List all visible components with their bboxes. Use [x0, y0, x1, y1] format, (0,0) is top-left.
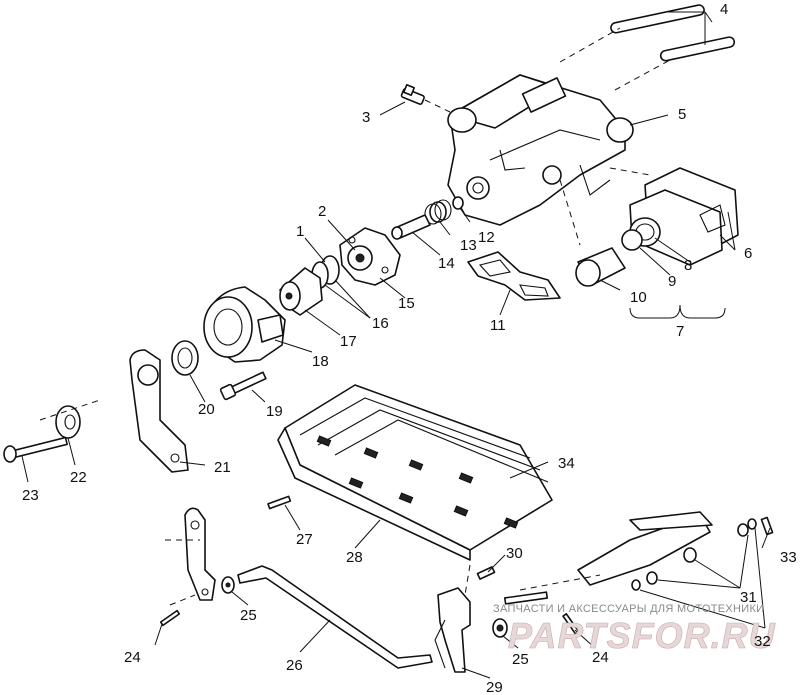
part-25-washer-right	[492, 591, 549, 638]
part-3-bleed-screw	[400, 83, 425, 105]
callout-12: 12	[478, 229, 495, 246]
part-18-housing	[203, 286, 286, 363]
callout-9: 9	[668, 273, 676, 290]
part-25-washer-left	[221, 576, 235, 594]
part-11-clip	[467, 251, 561, 301]
callout-20: 20	[198, 401, 215, 418]
watermark-caption: ЗАПЧАСТИ И АКСЕССУАРЫ ДЛЯ МОТОТЕХНИКИ	[493, 603, 764, 615]
callout-21: 21	[214, 459, 231, 476]
part-20-washer	[171, 340, 199, 376]
callout-18: 18	[312, 353, 329, 370]
callout-22: 22	[70, 469, 87, 486]
callout-24-right: 24	[592, 649, 609, 666]
part-17-cam	[279, 267, 323, 316]
part-31-32-pedal-bracket	[577, 511, 757, 591]
callout-16: 16	[372, 315, 389, 332]
watermark-logo: PARTSFOR.RU	[508, 615, 776, 656]
callout-32: 32	[754, 633, 771, 650]
part-26-rod	[237, 565, 433, 669]
part-left-bracket	[184, 507, 216, 601]
callout-29: 29	[486, 679, 503, 695]
callout-34: 34	[558, 455, 575, 472]
callout-8: 8	[684, 257, 692, 274]
callout-24-left: 24	[124, 649, 141, 666]
callout-2: 2	[318, 203, 326, 220]
callout-31: 31	[740, 589, 757, 606]
callout-26: 26	[286, 657, 303, 674]
part-24-cotter-pin-left	[159, 609, 181, 627]
part-33-bolt	[760, 516, 774, 536]
part-6-brake-pads	[629, 167, 739, 266]
part-13-spring	[424, 199, 452, 225]
callout-15: 15	[398, 295, 415, 312]
callout-10: 10	[630, 289, 647, 306]
part-15-flange	[339, 227, 401, 286]
part-9-ring	[621, 229, 643, 251]
part-21-lever	[129, 349, 189, 473]
callout-17: 17	[340, 333, 357, 350]
callout-3: 3	[362, 109, 370, 126]
callout-19: 19	[266, 403, 283, 420]
part-28-rail	[277, 427, 471, 561]
part-4-pins	[610, 4, 736, 62]
part-24-cotter-pin-right	[562, 613, 580, 635]
part-5-caliper-body	[447, 74, 634, 226]
callout-6: 6	[744, 245, 752, 262]
callout-7: 7	[676, 323, 684, 340]
assembly-lines	[39, 27, 671, 606]
callout-23: 23	[22, 487, 39, 504]
part-10-piston	[575, 247, 626, 287]
part-23-bolt	[3, 436, 68, 463]
callout-33: 33	[780, 549, 797, 566]
callout-14: 14	[438, 255, 455, 272]
part-29-pedal-arm	[434, 587, 471, 673]
callout-13: 13	[460, 237, 477, 254]
part-22-washer	[55, 405, 81, 439]
callout-28: 28	[346, 549, 363, 566]
callout-numbers: 1 2 3 4 5 6 7 8 9 10 11 12 13 14 15 16 1…	[22, 1, 797, 695]
callout-30: 30	[506, 545, 523, 562]
part-27-pin	[267, 495, 292, 510]
callout-27: 27	[296, 531, 313, 548]
callout-5: 5	[678, 106, 686, 123]
watermark: ЗАПЧАСТИ И АКСЕССУАРЫ ДЛЯ МОТОТЕХНИКИ PA…	[493, 603, 776, 656]
callout-25-right: 25	[512, 651, 529, 668]
callout-11: 11	[490, 317, 506, 334]
callout-25-left: 25	[240, 607, 257, 624]
callout-4: 4	[720, 1, 728, 18]
part-19-bolt	[219, 371, 267, 401]
part-12-ring	[452, 196, 464, 210]
leader-lines	[21, 11, 771, 679]
part-14-piston	[391, 214, 431, 240]
callout-1: 1	[296, 223, 304, 240]
